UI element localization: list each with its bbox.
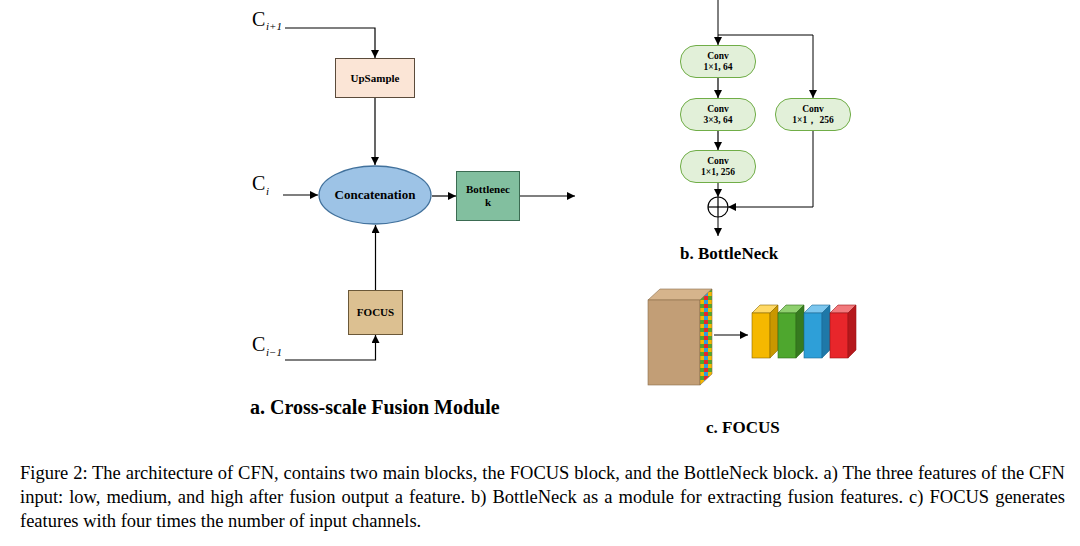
slice-side: [796, 305, 804, 358]
panel-title: a. Cross-scale Fusion Module: [250, 397, 500, 417]
sum-wire: [718, 183, 719, 197]
node-text: 1×1, 64: [703, 62, 732, 73]
node-text: 1×1, 256: [701, 167, 735, 178]
slice-side: [848, 305, 856, 358]
input-tensor-front: [648, 300, 700, 385]
sum-symbol: [708, 197, 728, 217]
feature-label: C: [252, 9, 265, 29]
output-wire: [520, 195, 575, 196]
flow-arrow: [717, 78, 718, 98]
input-wire: [718, 0, 719, 45]
flow-arrow: [375, 225, 376, 290]
node-text: Conv: [802, 104, 824, 115]
feature-label: C: [252, 173, 265, 193]
panel-title: b. BottleNeck: [680, 245, 778, 262]
conv-block: Conv3×3, 64: [680, 98, 756, 131]
slice-side: [822, 305, 830, 358]
sum-symbol: [717, 197, 718, 217]
node-text: 1×1， 256: [792, 115, 834, 126]
figure-caption: Figure 2: The architecture of CFN, conta…: [20, 461, 1065, 533]
input-wire: [285, 335, 376, 360]
ellipse-outline: [319, 166, 431, 224]
flow-arrow: [374, 98, 375, 165]
subscript-label: i: [266, 186, 269, 197]
slice-side: [770, 305, 778, 358]
feature-label: C: [252, 334, 265, 354]
panel-title: c. FOCUS: [706, 419, 780, 436]
subscript-label: i+1: [266, 21, 282, 32]
slice-front: [830, 313, 848, 358]
flow-arrow: [717, 131, 718, 150]
concatenation-ellipse: Concatenation: [318, 165, 432, 225]
conv-block: Conv1×1, 64: [680, 45, 756, 78]
conv-block: Conv1×1, 256: [680, 150, 756, 183]
node-text: UpSample: [351, 72, 400, 85]
bottleneck-box: Bottleneck: [456, 171, 520, 221]
slice-front: [752, 313, 770, 358]
node-text: 3×3, 64: [703, 115, 732, 126]
node-text: Conv: [707, 156, 729, 167]
input-wire: [285, 28, 375, 58]
upsample-box: UpSample: [335, 58, 415, 98]
subscript-label: i−1: [266, 347, 282, 358]
node-text: Bottleneck: [465, 183, 512, 208]
output-wire: [718, 217, 719, 236]
input-wire: [283, 194, 318, 195]
node-text: Conv: [707, 51, 729, 62]
focus-box: FOCUS: [348, 290, 403, 335]
slice-arrow: [714, 334, 748, 335]
input-tensor-grid: [700, 289, 712, 385]
node-text: Concatenation: [335, 188, 416, 203]
conv-block: Conv1×1， 256: [775, 98, 851, 131]
node-text: FOCUS: [357, 306, 394, 319]
slice-front: [778, 313, 796, 358]
node-text: Conv: [707, 104, 729, 115]
slice-front: [804, 313, 822, 358]
flow-arrow: [432, 195, 456, 196]
